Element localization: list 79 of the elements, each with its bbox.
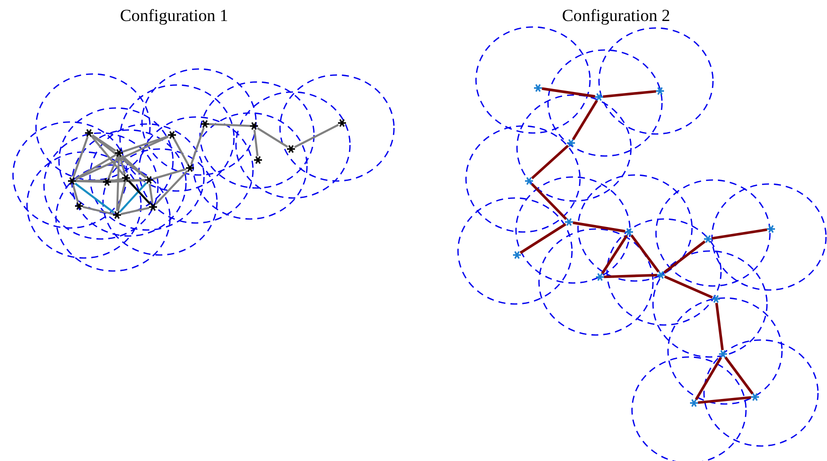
link-line — [190, 127, 205, 165]
asterisk-marker — [186, 164, 194, 172]
asterisk-marker — [250, 122, 258, 130]
link-line — [694, 356, 722, 400]
asterisk-marker — [595, 93, 603, 101]
asterisk-marker — [525, 177, 533, 185]
link-line — [74, 154, 116, 180]
panel-title: Configuration 1 — [120, 6, 228, 26]
link-line — [294, 124, 339, 148]
link-line — [90, 135, 124, 176]
asterisk-marker — [85, 129, 93, 137]
link-line — [604, 274, 658, 278]
link-line — [664, 275, 713, 299]
link-line — [82, 206, 114, 216]
link-line — [116, 182, 126, 212]
asterisk-marker — [122, 174, 130, 182]
link-line — [92, 134, 116, 152]
asterisk-marker — [656, 87, 664, 95]
link-line — [74, 182, 114, 214]
link-line — [118, 182, 148, 213]
link-line — [128, 180, 151, 205]
link-line — [663, 240, 706, 274]
asterisk-marker — [657, 271, 665, 279]
link-line — [253, 130, 259, 156]
link-line — [572, 100, 598, 140]
asterisk-marker — [690, 399, 698, 407]
asterisk-marker — [68, 177, 76, 185]
asterisk-marker — [338, 119, 346, 127]
link-line — [155, 170, 188, 205]
asterisk-marker — [115, 149, 123, 157]
link-line — [601, 234, 628, 274]
asterisk-marker — [149, 203, 157, 211]
asterisk-marker — [113, 211, 121, 219]
asterisk-marker — [513, 251, 521, 259]
asterisk-marker — [534, 84, 542, 92]
link-line — [724, 356, 754, 395]
link-line — [121, 154, 147, 178]
link-line — [116, 156, 120, 212]
link-line — [630, 234, 660, 273]
asterisk-marker — [254, 156, 262, 164]
asterisk-marker — [145, 176, 153, 184]
link-line — [72, 136, 89, 178]
link-line — [108, 156, 118, 179]
link-line — [122, 135, 169, 153]
asterisk-marker — [751, 393, 759, 401]
link-line — [712, 228, 768, 240]
link-line — [572, 221, 626, 233]
link-line — [72, 184, 79, 202]
asterisk-marker — [103, 178, 111, 186]
link-line — [531, 144, 569, 180]
link-line — [120, 206, 150, 216]
link-line — [698, 396, 752, 404]
link-line — [119, 156, 126, 174]
asterisk-marker — [719, 350, 727, 358]
link-line — [520, 223, 566, 254]
asterisk-marker — [704, 235, 712, 243]
asterisk-marker — [287, 145, 295, 153]
link-line — [208, 123, 250, 127]
asterisk-marker — [767, 225, 775, 233]
asterisk-marker — [75, 202, 83, 210]
link-line — [92, 134, 146, 178]
link-line — [173, 138, 189, 165]
asterisk-marker — [712, 295, 720, 303]
asterisk-marker — [168, 131, 176, 139]
panel-title: Configuration 2 — [562, 6, 670, 26]
asterisk-marker — [565, 218, 573, 226]
asterisk-marker — [625, 228, 633, 236]
link-line — [152, 168, 186, 180]
link-line — [75, 136, 169, 180]
link-line — [602, 90, 656, 98]
link-line — [715, 302, 724, 350]
link-line — [76, 180, 104, 183]
asterisk-marker — [567, 139, 575, 147]
link-line — [256, 127, 288, 148]
link-line — [530, 182, 568, 220]
link-line — [110, 179, 146, 183]
link-line — [148, 184, 154, 204]
asterisk-marker — [201, 120, 209, 128]
asterisk-marker — [596, 273, 604, 281]
